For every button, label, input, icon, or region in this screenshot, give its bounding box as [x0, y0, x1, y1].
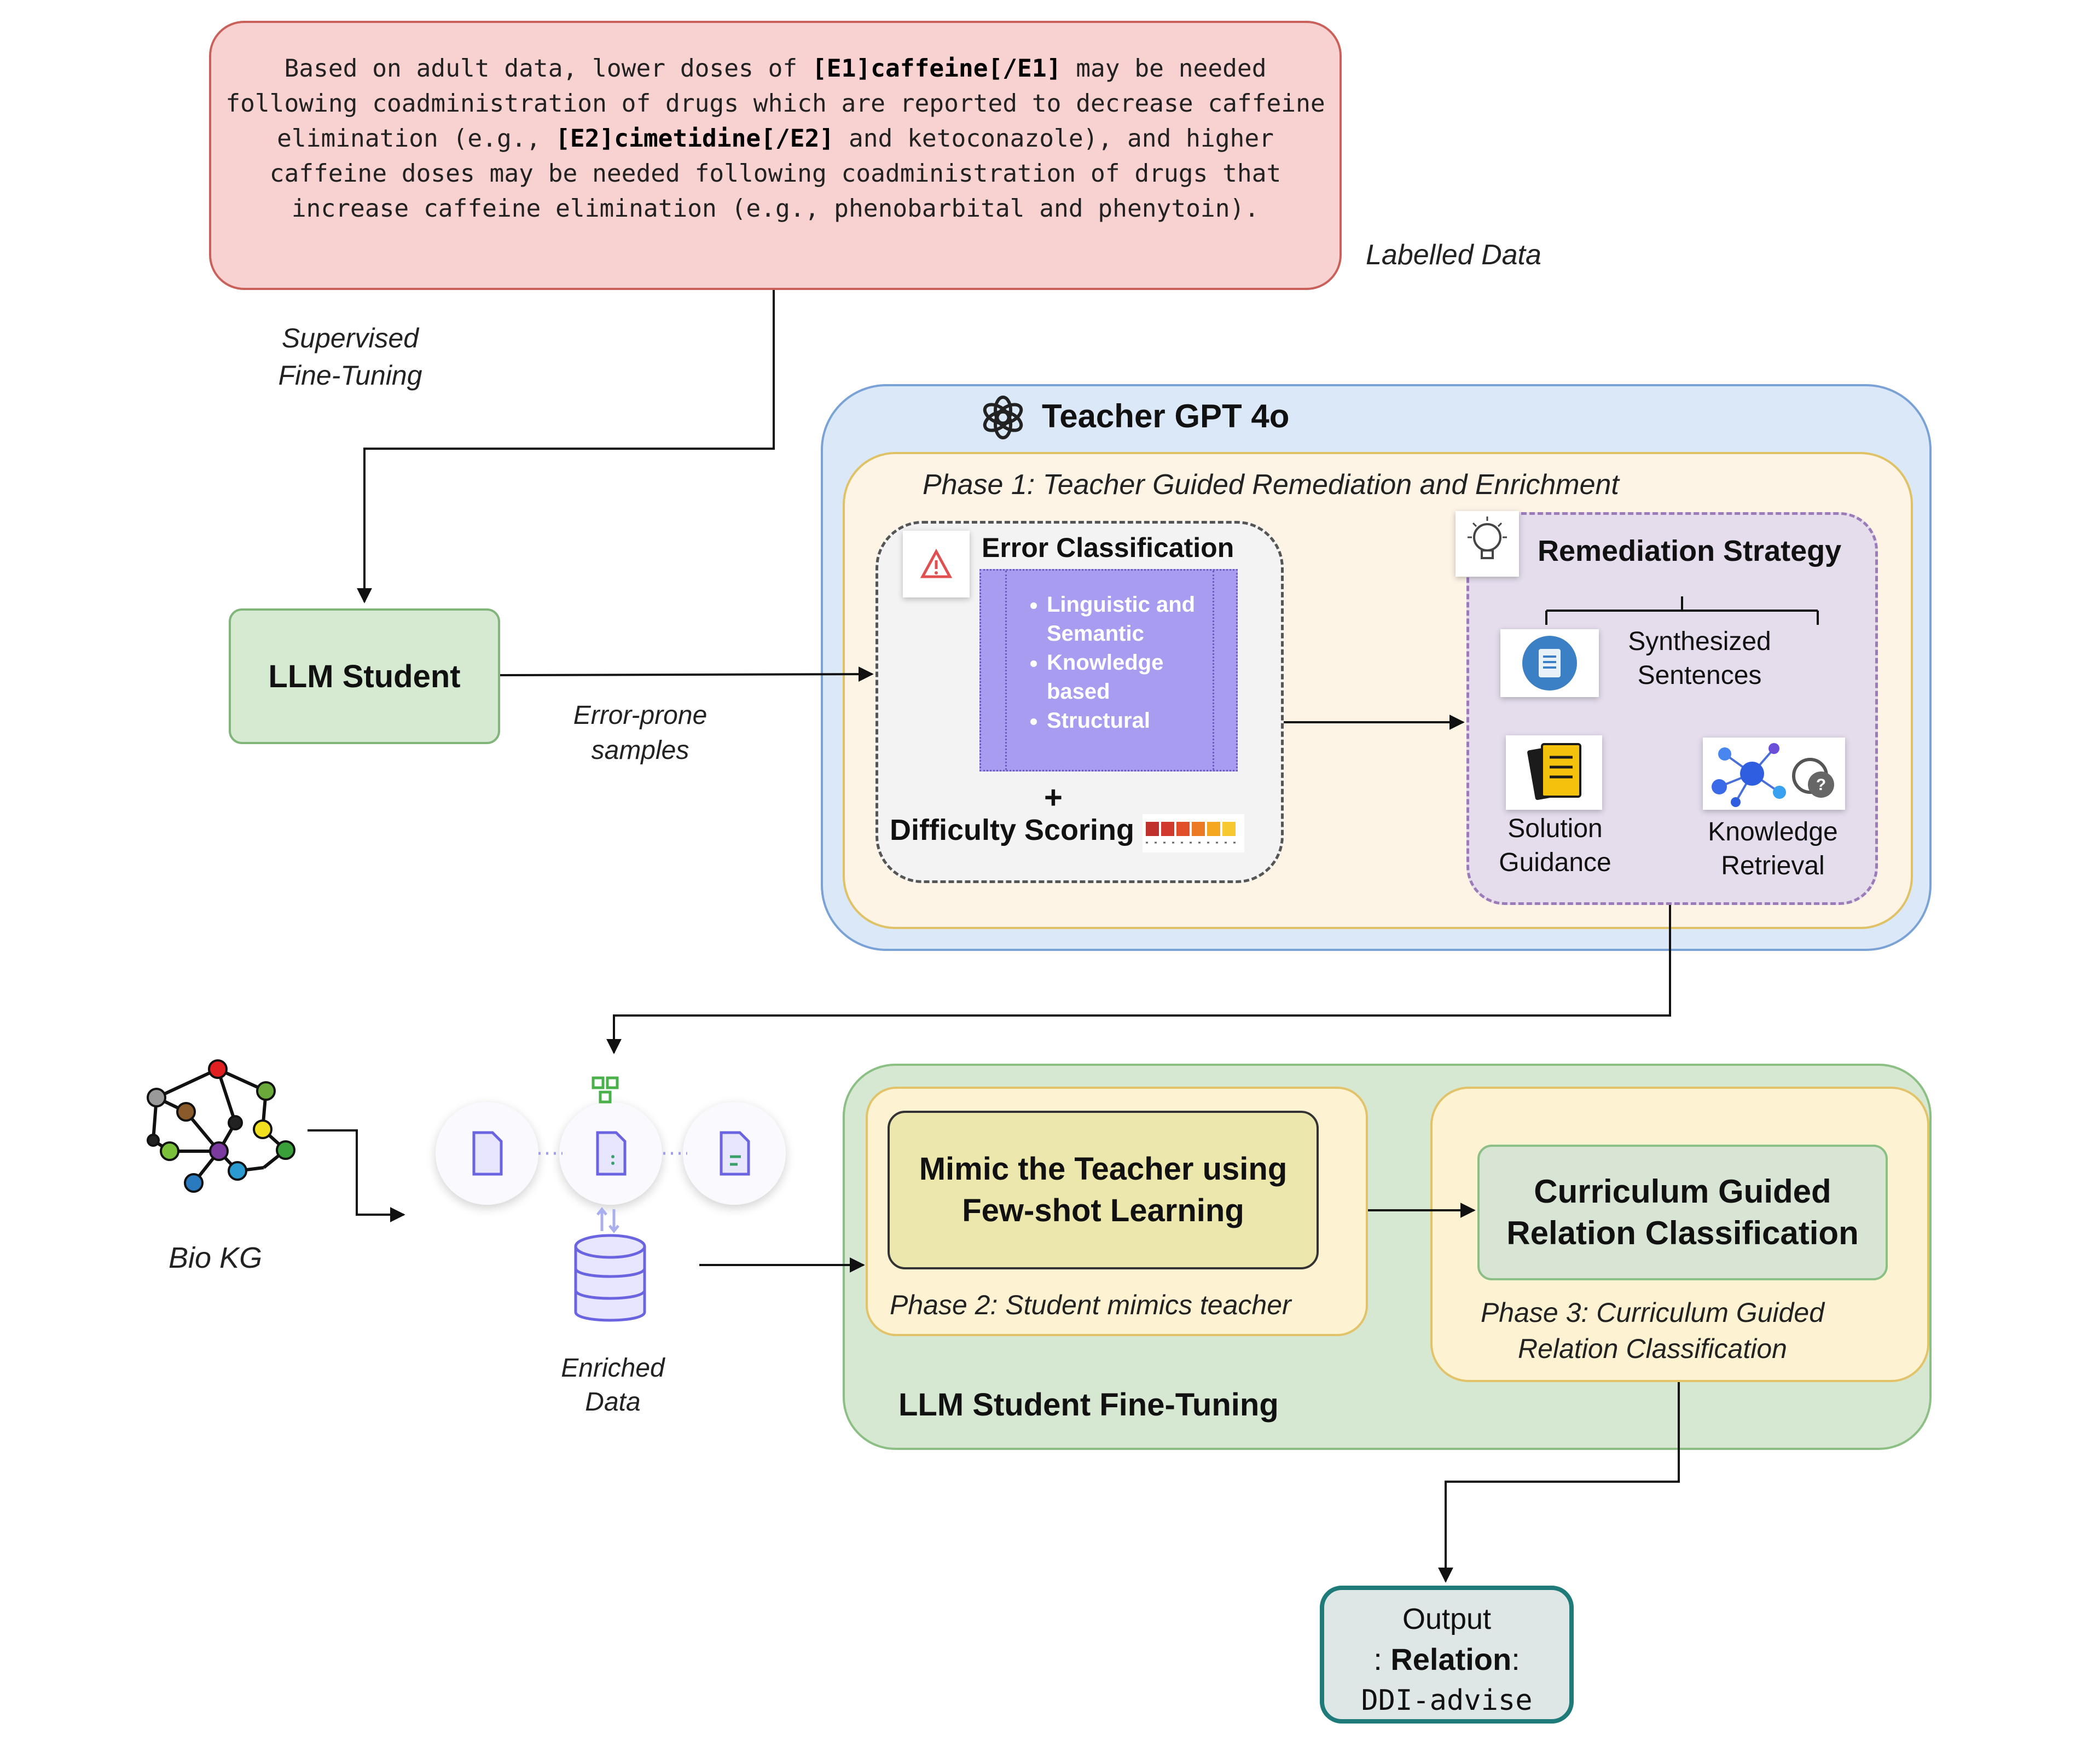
enrichment-connector-icon [538, 1076, 687, 1234]
phase2-label: Phase 2: Student mimics teacher [890, 1290, 1291, 1320]
output-title: Output [1402, 1603, 1492, 1635]
output-box: Output : Relation: DDI-advise [1320, 1586, 1574, 1724]
arrow-bio-kg [308, 1129, 405, 1222]
output-relation-value: DDI-advise [1361, 1684, 1533, 1717]
document-icon [436, 1102, 538, 1205]
entity-1: [E1]caffeine[/E1] [811, 55, 1062, 83]
guidance-notes-icon [1506, 735, 1602, 810]
phase1-label: Phase 1: Teacher Guided Remediation and … [923, 469, 1619, 501]
arrow-to-output [1438, 1382, 1680, 1583]
teacher-title: Teacher GPT 4o [1042, 398, 1290, 434]
warning-icon [903, 531, 970, 597]
document-icon [559, 1102, 662, 1205]
lightbulb-icon [1456, 511, 1519, 577]
difficulty-scoring-label: Difficulty Scoring [890, 814, 1135, 846]
arrow-supervised-finetuning [357, 290, 775, 604]
document-icon [683, 1102, 786, 1205]
difficulty-scale-icon [1143, 814, 1244, 852]
plus-sign: + [1044, 780, 1063, 815]
error-type-item: Structural [1047, 706, 1236, 735]
database-icon [574, 1234, 646, 1322]
entity-2: [E2]cimetidine[/E2] [555, 125, 834, 153]
arrow-to-enriched [606, 905, 1671, 1054]
sample-sentence: Based on adult data, lower doses of [E1]… [225, 55, 1325, 223]
labelled-data-label: Labelled Data [1366, 239, 1541, 271]
svg-text:?: ? [1816, 776, 1826, 794]
bio-kg-graph-icon [147, 1059, 295, 1193]
synthesized-document-icon [1500, 629, 1599, 697]
remediation-strategy-title: Remediation Strategy [1538, 535, 1842, 567]
output-relation-line: : Relation: [1373, 1642, 1520, 1676]
arrow-error-prone [500, 666, 874, 682]
labelled-sample-box: Based on adult data, lower doses of [E1]… [209, 21, 1342, 290]
finetuning-title: LLM Student Fine-Tuning [898, 1387, 1279, 1423]
knowledge-network-icon: ? [1703, 738, 1845, 810]
bio-kg-label: Bio KG [169, 1241, 263, 1274]
openai-logo-icon [983, 396, 1023, 439]
llm-student-box: LLM Student [229, 608, 500, 744]
remediation-strategy-box [1466, 512, 1878, 905]
error-classification-title: Error Classification [982, 532, 1234, 563]
